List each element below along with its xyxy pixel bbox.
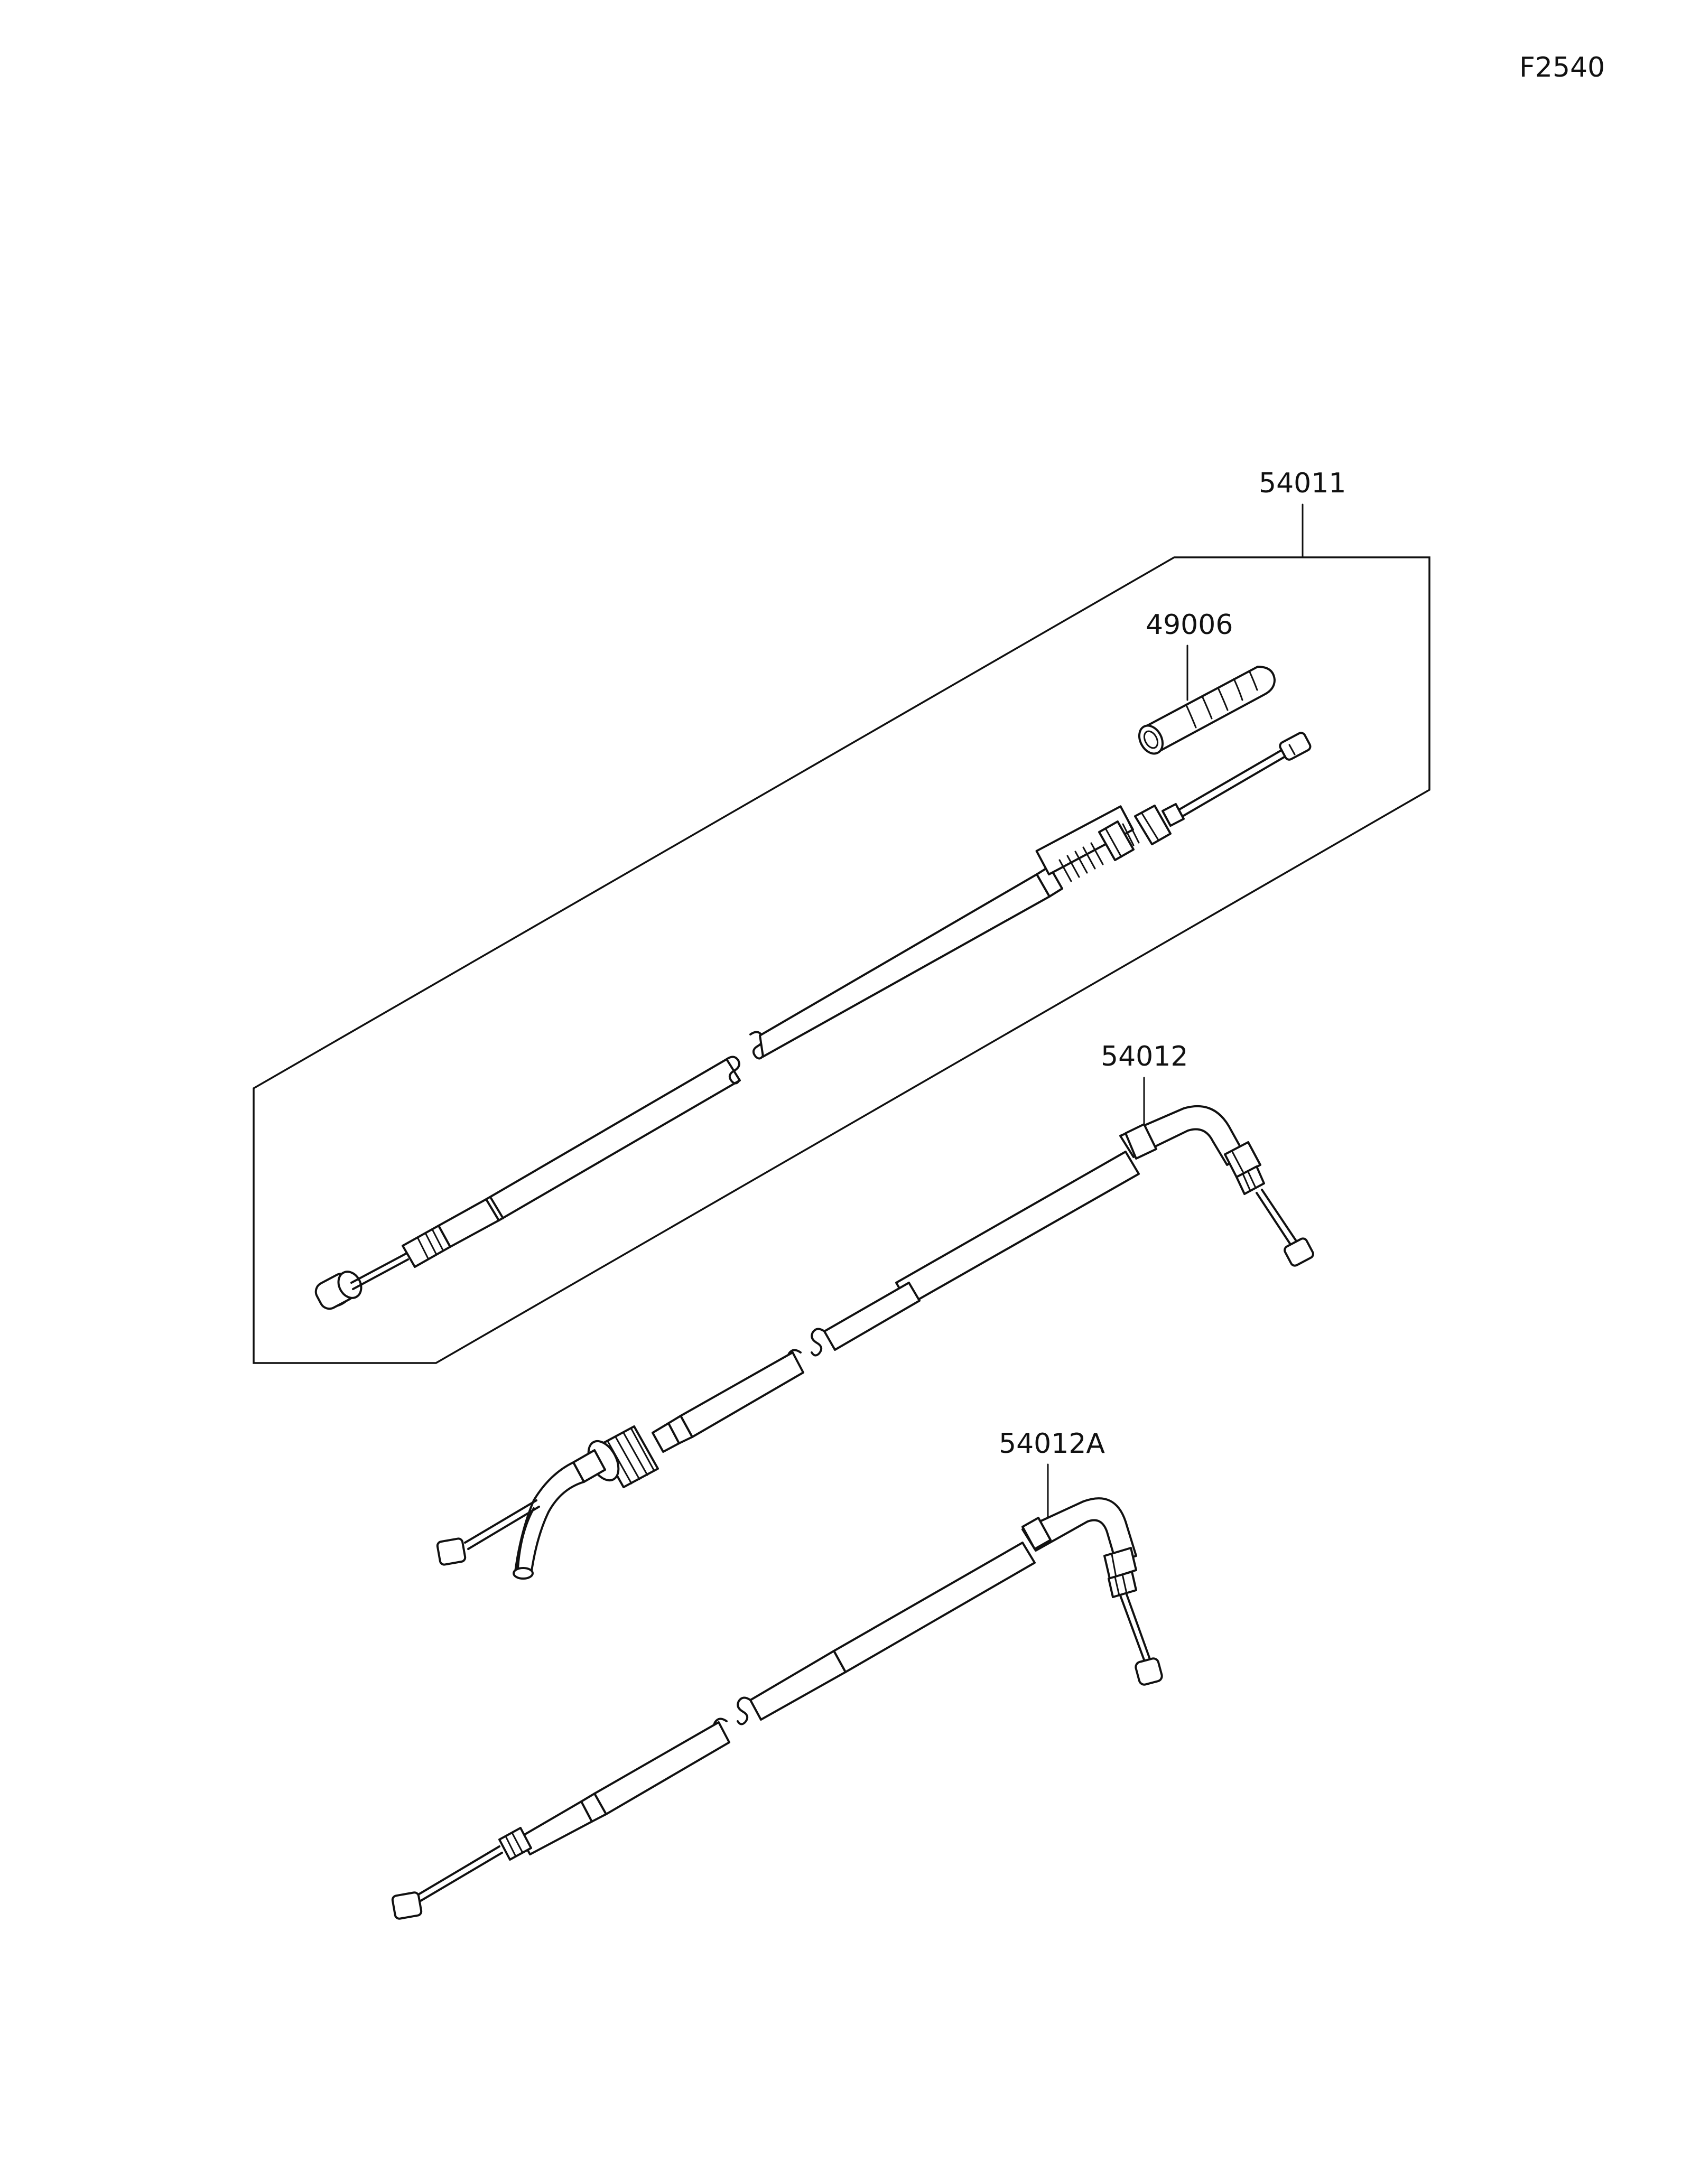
part-label-54012[interactable]: 54012 [1101,1041,1188,1072]
assembly-outline [253,556,1430,1364]
part-label-49006[interactable]: 49006 [1146,609,1233,641]
part-label-54012A[interactable]: 54012A [999,1428,1105,1460]
throttle-cable-54012A[interactable] [391,1497,1163,1920]
diagram-code: F2540 [1519,52,1605,83]
clutch-cable-54011[interactable] [312,731,1312,1312]
cable-54011-adjuster [1035,803,1185,882]
cable-54011-lower-end [314,1252,409,1310]
throttle-cable-54012[interactable] [436,1105,1315,1580]
cable-54011-upper-end [1279,732,1312,761]
part-label-54011[interactable]: 54011 [1259,468,1346,499]
rubber-boot-49006[interactable] [1135,666,1276,758]
